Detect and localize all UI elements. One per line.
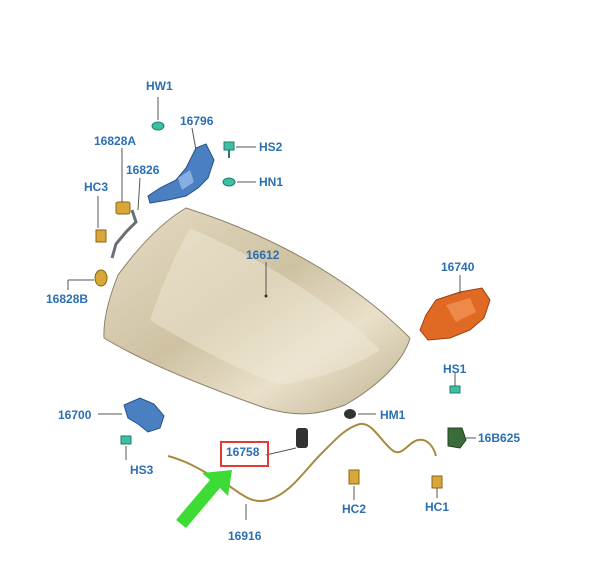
striker-16b625 xyxy=(447,427,467,449)
label-16b625: 16B625 xyxy=(478,431,521,445)
hm1-bumper xyxy=(344,409,356,419)
label-16758: 16758 xyxy=(226,445,260,459)
label-hn1: HN1 xyxy=(259,175,284,189)
label-hs2: HS2 xyxy=(259,140,283,154)
hn1-nut xyxy=(222,177,236,187)
hood-panel xyxy=(103,207,411,415)
label-hc1: HC1 xyxy=(425,500,450,514)
label-16796: 16796 xyxy=(180,114,214,128)
latch-16700 xyxy=(123,397,165,433)
hw1-grommet xyxy=(151,121,165,131)
hs3-bolt xyxy=(120,435,132,445)
label-16700: 16700 xyxy=(58,408,92,422)
prop-rod-16826 xyxy=(110,209,138,259)
hs1-screw xyxy=(449,385,461,394)
hood-highlight xyxy=(150,228,380,385)
holder-16828b xyxy=(94,269,108,287)
label-16740: 16740 xyxy=(441,260,475,274)
hinge-bracket-16796 xyxy=(147,143,215,204)
hc2-clip xyxy=(348,469,360,485)
highlight-box-16758 xyxy=(220,441,269,467)
hc1-clip xyxy=(431,475,443,489)
label-hc2: HC2 xyxy=(342,502,367,516)
label-hw1: HW1 xyxy=(146,79,173,93)
clip-16828a xyxy=(115,201,131,215)
label-16828a: 16828A xyxy=(94,134,137,148)
label-16826: 16826 xyxy=(126,163,160,177)
label-hc3: HC3 xyxy=(84,180,109,194)
label-hm1: HM1 xyxy=(380,408,406,422)
label-16916: 16916 xyxy=(228,529,262,543)
pointer-arrow xyxy=(176,470,232,528)
label-hs3: HS3 xyxy=(130,463,154,477)
hs2-bolt xyxy=(223,141,235,151)
bump-stop-16758 xyxy=(296,428,308,448)
label-16612: 16612 xyxy=(246,248,280,262)
label-16828b: 16828B xyxy=(46,292,89,306)
label-hs1: HS1 xyxy=(443,362,467,376)
hc3-clip xyxy=(95,229,107,243)
